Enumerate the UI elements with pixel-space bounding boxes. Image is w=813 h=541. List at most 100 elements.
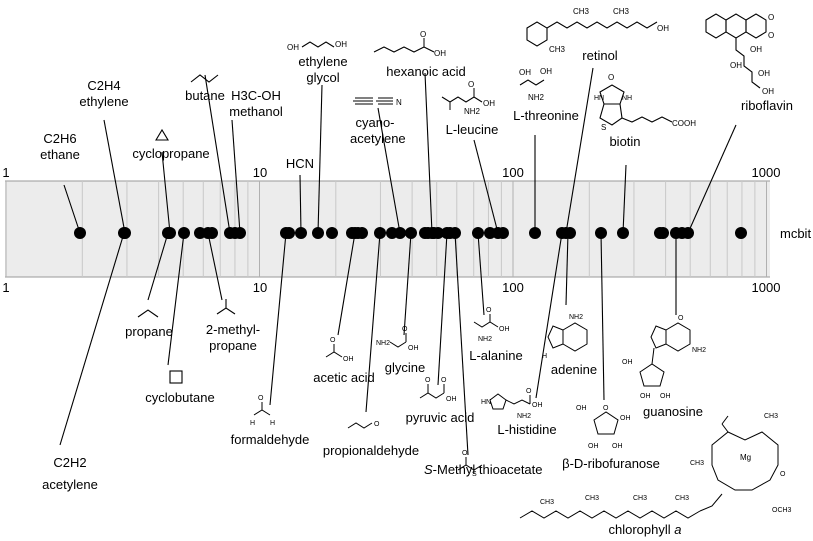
svg-text:NH: NH xyxy=(622,95,632,102)
molecule-marker xyxy=(432,227,444,239)
label-cyanoacetylene: cyano-acetylene xyxy=(350,115,406,146)
glycine-structure: NH2 O OH xyxy=(376,326,419,352)
svg-text:O: O xyxy=(258,395,264,402)
label-ethane: C2H6 ethane xyxy=(36,131,84,163)
molecule-marker xyxy=(74,227,86,239)
svg-text:O: O xyxy=(330,337,336,344)
tick-top-100: 100 xyxy=(502,165,524,180)
l-leucine-structure: O OH NH2 xyxy=(441,80,495,116)
svg-text:NH2: NH2 xyxy=(692,347,706,354)
svg-text:HN: HN xyxy=(481,399,491,406)
svg-text:OH: OH xyxy=(483,99,495,108)
riboflavin-structure: OH OH OH OH O O xyxy=(705,13,774,96)
molecule-marker xyxy=(374,227,386,239)
svg-text:NH2: NH2 xyxy=(569,314,583,321)
adenine-structure: NH2 H xyxy=(542,314,588,360)
svg-text:O: O xyxy=(603,405,609,412)
label-hexanoic-acid: hexanoic acid xyxy=(386,64,466,79)
svg-text:OH: OH xyxy=(657,24,669,33)
svg-text:OH: OH xyxy=(434,49,446,58)
molecule-marker xyxy=(178,227,190,239)
methanol-name: methanol xyxy=(229,104,283,119)
svg-text:NH2: NH2 xyxy=(478,336,492,343)
molecule-marker xyxy=(472,227,484,239)
tick-top-1000: 1000 xyxy=(752,165,781,180)
svg-text:O: O xyxy=(462,450,468,457)
tick-labels-bottom: 1 10 100 1000 xyxy=(2,280,780,295)
svg-text:OH: OH xyxy=(620,415,631,422)
svg-text:OH: OH xyxy=(540,67,552,76)
label-cyclobutane: cyclobutane xyxy=(145,390,215,405)
svg-text:OH: OH xyxy=(499,326,510,333)
svg-text:H: H xyxy=(270,420,275,427)
tick-bottom-1: 1 xyxy=(2,280,9,295)
svg-text:CH3: CH3 xyxy=(573,7,590,16)
s-methyl-thioacetate-name: -Methyl thioacetate xyxy=(432,462,543,477)
svg-text:O: O xyxy=(768,13,774,22)
label-ribofuranose: β-D-ribofuranose xyxy=(562,456,660,471)
label-propionaldehyde: propionaldehyde xyxy=(322,443,420,458)
svg-text:CH3: CH3 xyxy=(613,7,630,16)
svg-text:O: O xyxy=(780,471,786,478)
tick-bottom-1000: 1000 xyxy=(752,280,781,295)
s-methyl-thioacetate-name-line1: S-Methyl thioacetate xyxy=(424,462,543,478)
molecule-marker xyxy=(564,227,576,239)
propane-structure xyxy=(137,309,159,318)
label-ethylene-glycol: ethylene glycol xyxy=(298,54,348,85)
molecule-marker xyxy=(164,227,176,239)
tick-bottom-100: 100 xyxy=(502,280,524,295)
ethane-formula: C2H6 xyxy=(43,131,77,146)
svg-text:CH3: CH3 xyxy=(690,460,704,467)
svg-text:O: O xyxy=(768,31,774,40)
svg-text:CH3: CH3 xyxy=(540,499,554,506)
svg-text:OH: OH xyxy=(343,356,354,363)
label-butane: butane xyxy=(185,88,225,103)
butane-structure xyxy=(190,74,219,83)
tick-labels-top: 1 10 100 1000 xyxy=(2,165,780,180)
hexanoic-acid-structure: O OH xyxy=(373,30,446,58)
cyanoacetylene-structure: N xyxy=(353,97,402,107)
ethylene-name: ethylene xyxy=(79,94,129,109)
chlorophyll-suffix: a xyxy=(674,522,682,537)
svg-text:N: N xyxy=(396,98,402,107)
svg-text:Mg: Mg xyxy=(740,453,751,462)
molecule-marker xyxy=(206,227,218,239)
unit-label: mcbit xyxy=(780,226,811,241)
svg-text:O: O xyxy=(678,315,684,322)
svg-text:OH: OH xyxy=(730,61,742,70)
retinol-structure: OH CH3 CH3 CH3 xyxy=(526,7,669,54)
label-l-leucine: L-leucine xyxy=(445,122,499,137)
svg-text:OH: OH xyxy=(519,68,531,77)
svg-text:H: H xyxy=(250,420,255,427)
acetic-acid-structure: O OH xyxy=(325,337,354,363)
ethylene-glycol-structure: OH OH xyxy=(287,40,347,52)
l-threonine-structure: OH OH NH2 xyxy=(519,67,552,102)
molecule-marker xyxy=(529,227,541,239)
propionaldehyde-structure: O xyxy=(347,421,380,429)
label-cyclopropane: cyclopropane xyxy=(132,146,210,161)
guanosine-structure: NH2 O OH OH OH xyxy=(622,315,706,400)
svg-text:O: O xyxy=(425,377,431,384)
molecule-marker xyxy=(405,227,417,239)
molecule-markers xyxy=(74,227,747,239)
label-acetic-acid: acetic acid xyxy=(313,370,375,385)
molecule-marker xyxy=(312,227,324,239)
svg-text:OH: OH xyxy=(532,402,543,409)
svg-text:OH: OH xyxy=(750,45,762,54)
molecule-marker xyxy=(394,227,406,239)
svg-text:OH: OH xyxy=(446,396,457,403)
acetylene-name: acetylene xyxy=(42,477,98,492)
label-l-histidine: L-histidine xyxy=(497,422,557,437)
l-histidine-structure: O OH NH2 HN xyxy=(481,388,543,420)
svg-text:O: O xyxy=(608,73,614,82)
molecule-marker xyxy=(234,227,246,239)
formaldehyde-structure: O H H xyxy=(250,395,275,427)
molecule-marker xyxy=(326,227,338,239)
svg-text:NH2: NH2 xyxy=(376,340,390,347)
label-methanol: H3C-OH methanol xyxy=(224,88,288,120)
svg-text:O: O xyxy=(441,377,447,384)
svg-text:S: S xyxy=(472,471,477,478)
label-pyruvic-acid: pyruvic acid xyxy=(405,410,475,425)
molecule-marker xyxy=(657,227,669,239)
